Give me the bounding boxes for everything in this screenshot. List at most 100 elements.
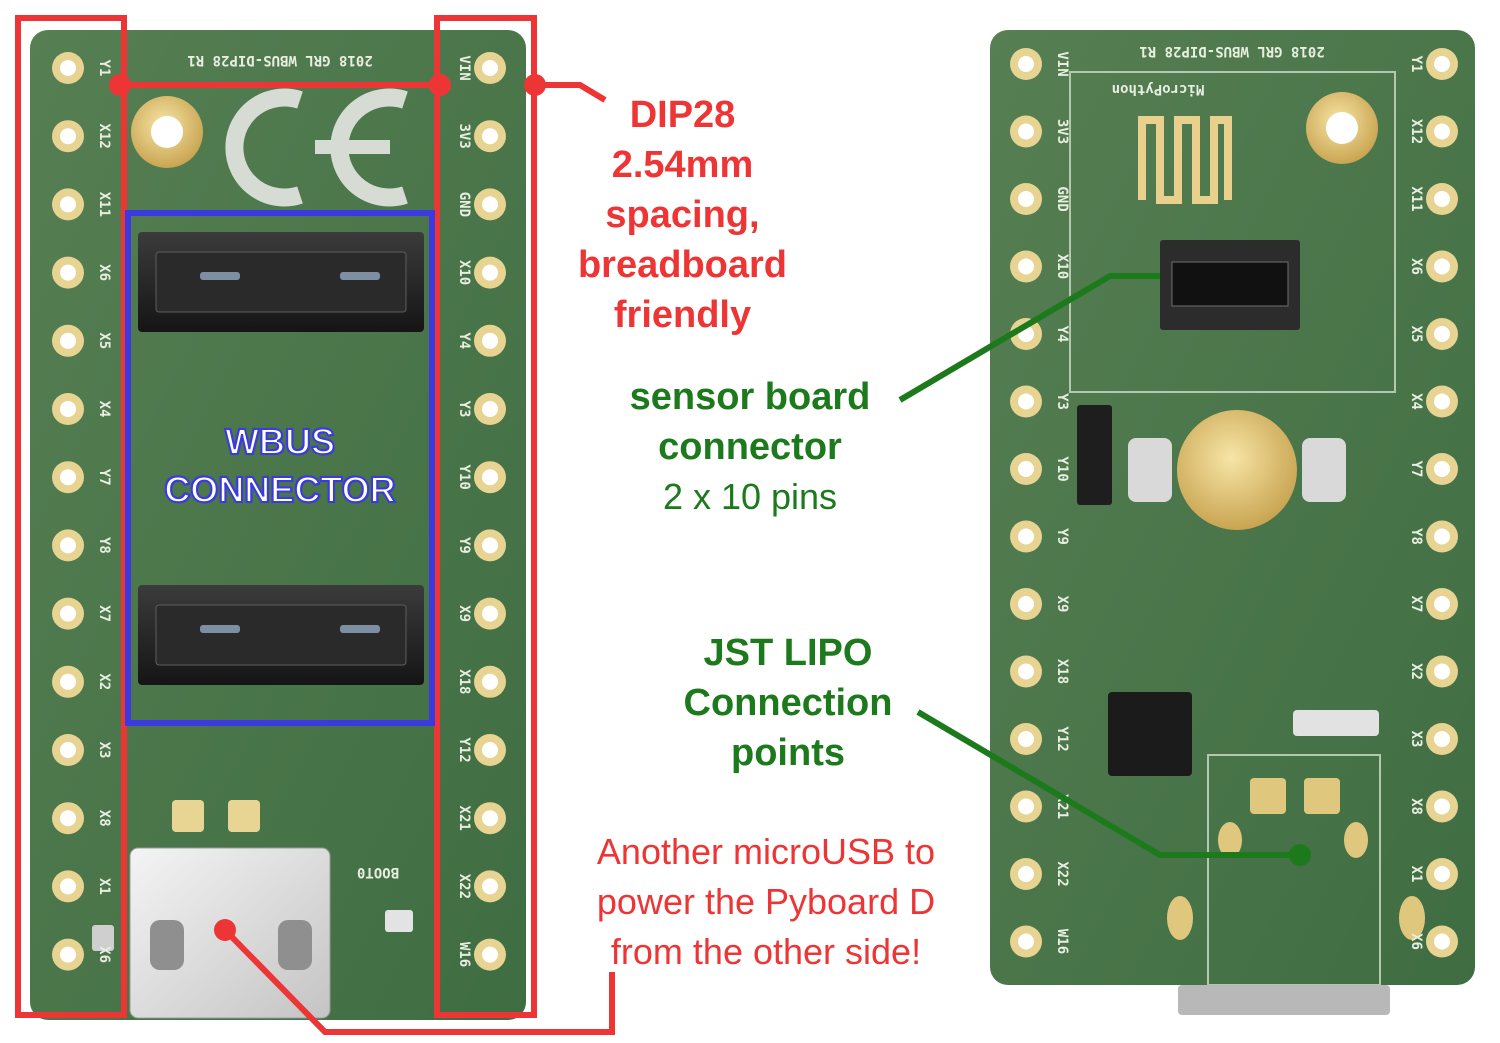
- micropython-silkscreen: MicroPython: [1112, 81, 1205, 97]
- right-board-pin-13-hole: [1018, 866, 1034, 882]
- right-board-pin-25-hole: [1434, 731, 1450, 747]
- jst-label-line-2: Connection: [683, 682, 893, 724]
- right-board-pin-label-20: X4: [1408, 393, 1424, 410]
- left-board-pin-6-hole: [60, 401, 76, 417]
- dip28-label-line-2: 2.54mm: [611, 144, 754, 186]
- right-board-pin-3-hole: [1018, 191, 1034, 207]
- left-board-pin-28-hole: [482, 946, 498, 963]
- right-board-pin-label-24: X2: [1408, 663, 1424, 680]
- dip28-label-line-4: breadboard: [577, 244, 788, 286]
- usb-label-line-2: power the Pyboard D: [596, 881, 936, 922]
- left-header-silkscreen: 2018 GRL WBUS-DIP28 R1: [187, 52, 372, 68]
- left-board-pin-label-28: W16: [456, 942, 472, 967]
- wbus-connector-label: WBUS CONNECTOR: [130, 418, 430, 514]
- right-board-pin-label-3: GND: [1054, 186, 1070, 211]
- dip28-label: DIP28 2.54mm spacing, breadboard friendl…: [560, 90, 805, 340]
- left-board-pin-10-hole: [60, 673, 76, 690]
- left-board-pin-label-17: GND: [456, 192, 472, 217]
- right-board-pin-17-hole: [1434, 191, 1450, 207]
- left-board-pin-18-hole: [482, 264, 498, 281]
- wbus-label-line-2: CONNECTOR: [163, 468, 396, 511]
- right-board-pin-label-22: Y8: [1408, 528, 1424, 545]
- left-board-pin-17-hole: [482, 196, 498, 213]
- left-board-pin-label-26: X21: [456, 806, 472, 831]
- left-board-pin-9-hole: [60, 605, 76, 622]
- left-board-pin-label-10: X2: [96, 673, 112, 690]
- left-board-pin-23-hole: [482, 605, 498, 622]
- left-board-pin-26-hole: [482, 810, 498, 827]
- sensor-label-line-1: sensor board: [629, 376, 871, 418]
- dip28-label-line-5: friendly: [613, 294, 752, 336]
- left-board-pin-label-19: Y4: [456, 332, 472, 349]
- left-board-pin-20-hole: [482, 401, 498, 417]
- left-board-pin-3-hole: [60, 196, 76, 213]
- dip28-leader-line: [524, 74, 607, 103]
- left-board-pin-5-hole: [60, 332, 76, 349]
- right-board-pin-23-hole: [1434, 596, 1450, 612]
- usb-leader-line: [214, 919, 615, 1035]
- right-board-pin-16-hole: [1434, 123, 1450, 140]
- jst-label-line-1: JST LIPO: [703, 632, 873, 674]
- left-board-pin-15-hole: [482, 60, 498, 76]
- right-pin-column-box: [434, 15, 537, 1018]
- right-board-pin-1-hole: [1018, 56, 1034, 72]
- right-board-pin-10-hole: [1018, 663, 1034, 680]
- left-board-pin-14-hole: [60, 946, 76, 963]
- right-board-pin-26-hole: [1434, 798, 1450, 815]
- dip28-label-line-3: spacing,: [605, 194, 760, 236]
- left-board-pin-label-18: X10: [456, 260, 472, 285]
- left-board-pin-label-1: Y1: [96, 60, 112, 77]
- right-board-pin-label-19: X5: [1408, 326, 1424, 343]
- right-board-pin-6-hole: [1018, 393, 1034, 410]
- left-board-pin-label-6: X4: [96, 401, 112, 418]
- right-board-pin-7-hole: [1018, 461, 1034, 477]
- right-board-pin-label-21: Y7: [1408, 461, 1424, 478]
- left-board-pin-22-hole: [482, 537, 498, 554]
- left-board-pin-label-2: X12: [96, 124, 112, 149]
- left-board-pin-8-hole: [60, 537, 76, 554]
- wbus-connector-box: [125, 210, 435, 726]
- left-board-pin-label-5: X5: [96, 332, 112, 349]
- jst-lipo-label: JST LIPO Connection points: [658, 628, 918, 778]
- sensor-connector-label: sensor board connector 2 x 10 pins: [600, 372, 900, 522]
- right-board-pin-28-hole: [1434, 933, 1450, 950]
- jst-label-line-3: points: [731, 732, 845, 774]
- right-board-pin-label-4: X10: [1054, 254, 1070, 279]
- right-board-pin-label-28: X6: [1408, 933, 1424, 950]
- right-board-pin-label-5: Y4: [1054, 326, 1070, 343]
- right-board-pin-14-hole: [1018, 933, 1034, 950]
- right-board-pin-9-hole: [1018, 596, 1034, 612]
- sensor-label-line-2: connector: [658, 426, 842, 468]
- left-board-pin-label-24: X18: [456, 669, 472, 694]
- right-board-pin-24-hole: [1434, 663, 1450, 680]
- left-board-pin-19-hole: [482, 332, 498, 349]
- right-board-pin-label-27: X1: [1408, 866, 1424, 883]
- left-board-pin-label-3: X11: [96, 192, 112, 217]
- right-board-pin-label-1: VIN: [1054, 51, 1070, 76]
- left-board-pin-label-7: Y7: [96, 469, 112, 486]
- left-board-pin-label-21: Y10: [456, 465, 472, 490]
- left-board-pin-label-15: VIN: [456, 55, 472, 80]
- dip28-spacing-indicator: [109, 74, 451, 96]
- right-board-pin-12-hole: [1018, 798, 1034, 815]
- right-board-pin-label-10: X18: [1054, 659, 1070, 684]
- left-board-pin-7-hole: [60, 469, 76, 486]
- right-board-pin-11-hole: [1018, 731, 1034, 747]
- left-board-pin-label-22: Y9: [456, 537, 472, 554]
- sensor-label-line-3: 2 x 10 pins: [662, 476, 838, 517]
- right-board-pin-label-18: X6: [1408, 258, 1424, 275]
- right-board-pin-15-hole: [1434, 56, 1450, 72]
- right-board-pin-label-26: X8: [1408, 798, 1424, 815]
- right-board-pin-label-11: Y12: [1054, 726, 1070, 751]
- left-board-pin-21-hole: [482, 469, 498, 486]
- right-header-silkscreen: 2018 GRL WBUS-DIP28 R1: [1139, 43, 1324, 59]
- left-board-pin-12-hole: [60, 810, 76, 827]
- right-board-pin-label-16: X12: [1408, 119, 1424, 144]
- wbus-label-line-1: WBUS: [224, 420, 336, 463]
- right-board-pin-label-17: X11: [1408, 186, 1424, 211]
- left-board-pin-27-hole: [482, 878, 498, 895]
- right-board-pin-22-hole: [1434, 528, 1450, 545]
